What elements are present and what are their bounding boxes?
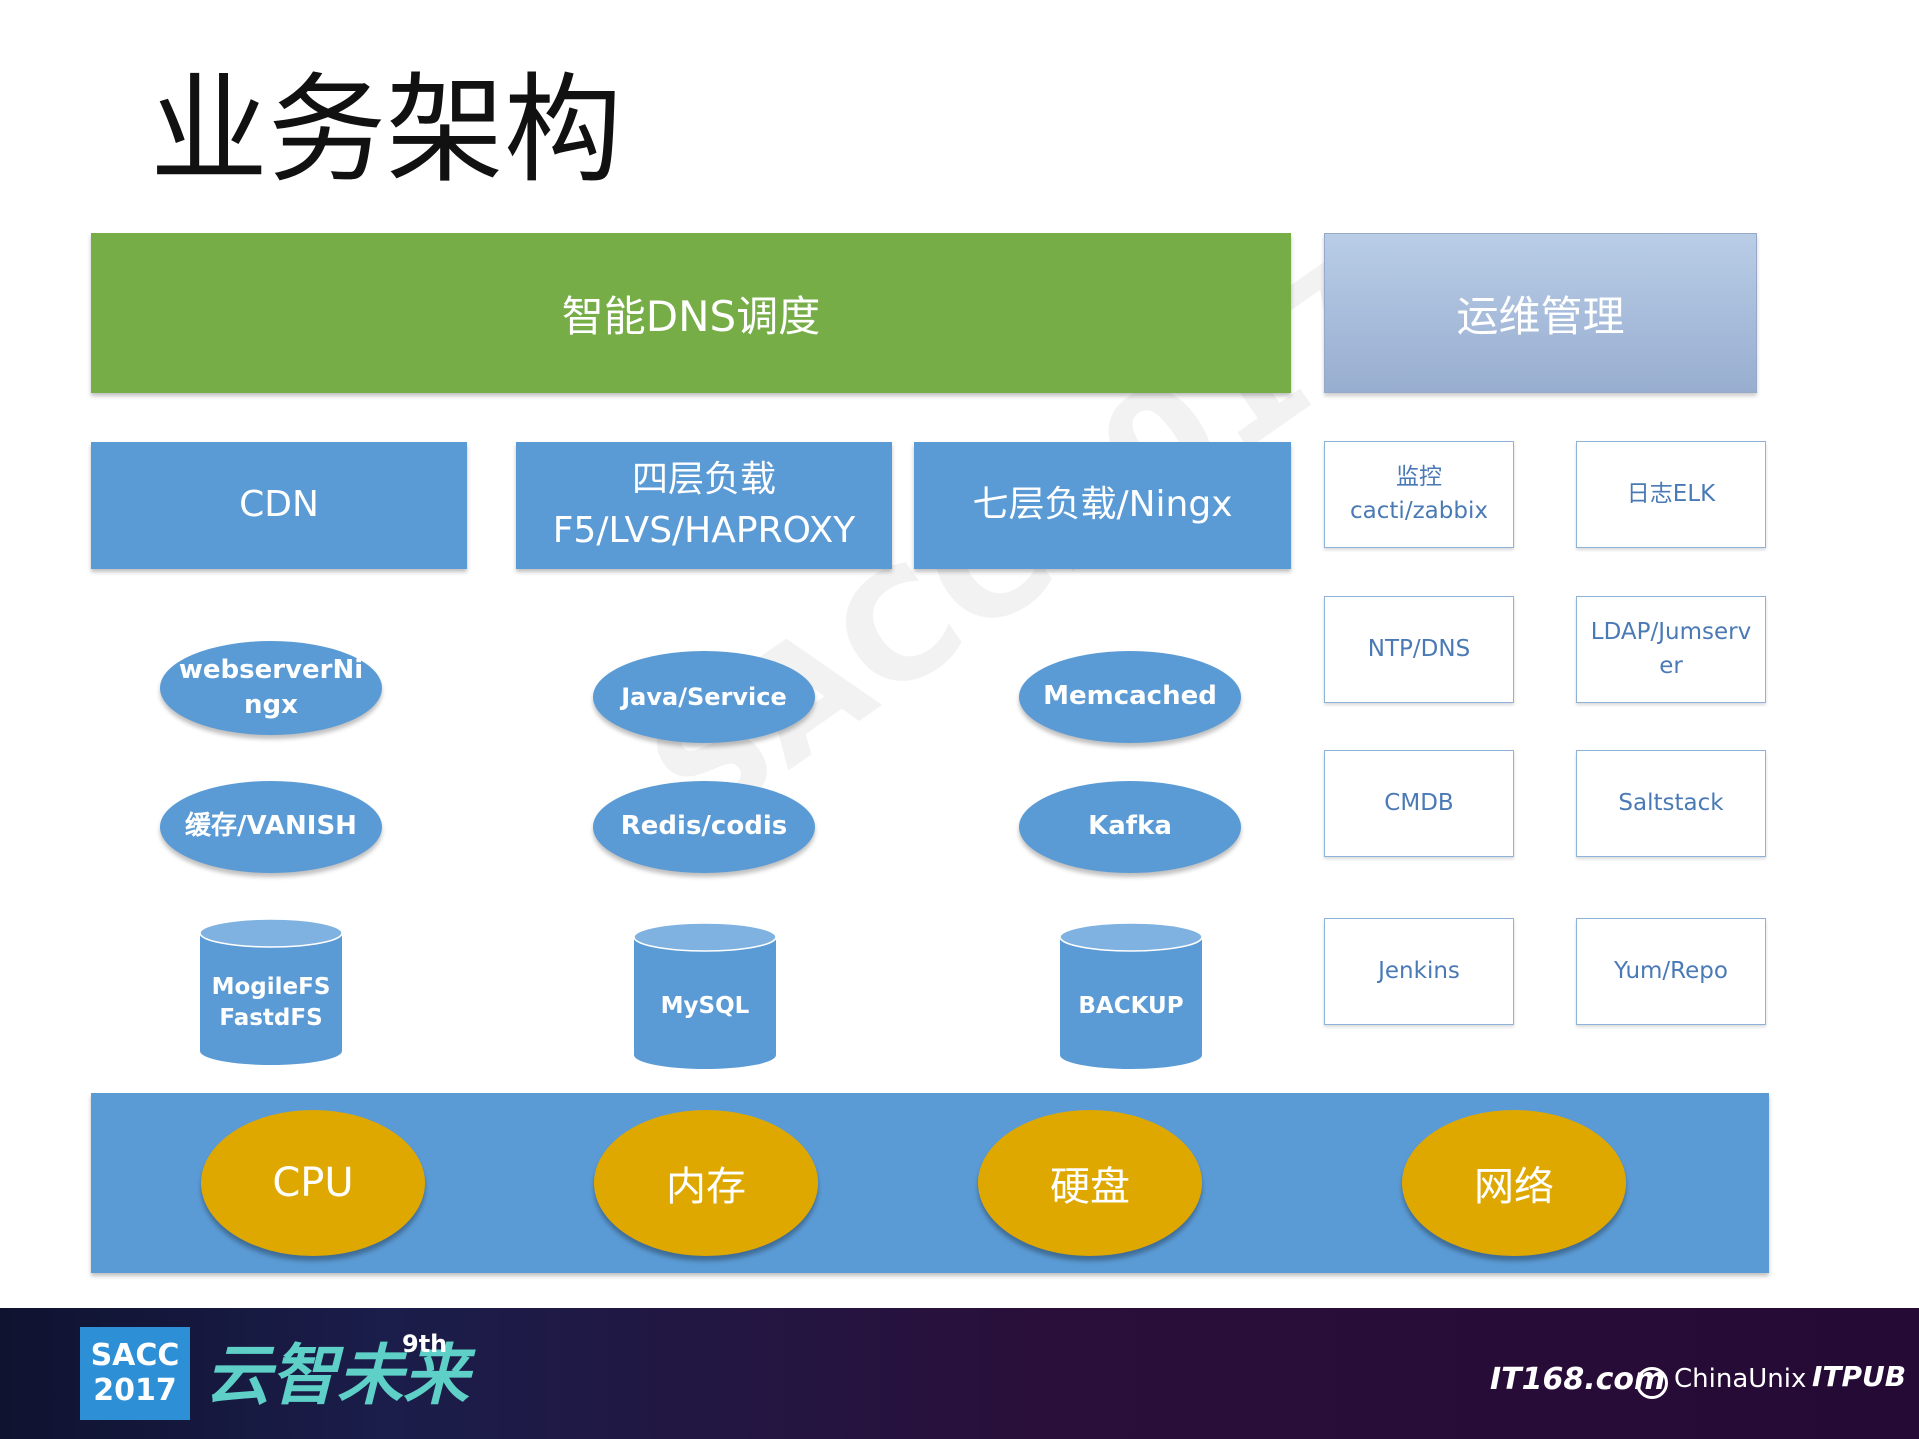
jenkins-label: Jenkins bbox=[1378, 957, 1460, 984]
cpu-label: CPU bbox=[272, 1160, 354, 1206]
layer4-lb-label: 四层负载 bbox=[631, 459, 776, 501]
disk-label: 硬盘 bbox=[1050, 1164, 1130, 1210]
dns-scheduling-label: 智能DNS调度 bbox=[561, 291, 821, 341]
memcached-ellipse: Memcached bbox=[1019, 651, 1241, 743]
ops-ntp-box: NTP/DNS bbox=[1324, 596, 1514, 703]
page-title: 业务架构 bbox=[150, 61, 623, 199]
layer4-lb-box: 四层负载 F5/LVS/HAPROXY bbox=[516, 442, 892, 569]
cdn-label: CDN bbox=[239, 484, 319, 526]
log-elk-label: 日志ELK bbox=[1626, 480, 1716, 507]
kafka-label: Kafka bbox=[1088, 811, 1172, 842]
java-service-ellipse: Java/Service bbox=[593, 651, 815, 743]
cdn-box: CDN bbox=[91, 442, 467, 569]
webserver-label-line1: webserverNi bbox=[178, 654, 364, 685]
ntp-dns-label: NTP/DNS bbox=[1367, 635, 1471, 662]
footer-banner bbox=[0, 1308, 1919, 1439]
disk-ellipse: 硬盘 bbox=[978, 1110, 1202, 1256]
sacc-logo-year: 2017 bbox=[93, 1372, 177, 1408]
ldap-label-line2: er bbox=[1659, 652, 1683, 679]
sacc-logo: SACC 2017 bbox=[80, 1327, 190, 1420]
mysql-cylinder: MySQL bbox=[634, 923, 776, 1069]
memcached-label: Memcached bbox=[1043, 681, 1217, 712]
mogilefs-cylinder: MogileFS FastdFS bbox=[200, 919, 342, 1065]
memory-ellipse: 内存 bbox=[594, 1110, 818, 1256]
layer7-lb-box: 七层负载/Ningx bbox=[914, 442, 1291, 569]
redis-codis-label: Redis/codis bbox=[620, 811, 788, 842]
slogan-edition: 9th bbox=[402, 1330, 448, 1358]
monitor-tools: cacti/zabbix bbox=[1350, 497, 1488, 524]
yum-repo-label: Yum/Repo bbox=[1614, 957, 1728, 984]
itpub-logo: ITPUB bbox=[1812, 1360, 1907, 1393]
cmdb-label: CMDB bbox=[1384, 789, 1454, 816]
ldap-label-line1: LDAP/Jumserv bbox=[1590, 619, 1752, 646]
layer7-lb-label: 七层负载/Ningx bbox=[972, 484, 1233, 526]
mogilefs-label: MogileFS bbox=[211, 973, 331, 1000]
ops-ldap-box: LDAP/Jumserv er bbox=[1576, 596, 1766, 703]
slogan: 云智未来 bbox=[205, 1336, 469, 1414]
memory-label: 内存 bbox=[666, 1164, 746, 1210]
kafka-ellipse: Kafka bbox=[1019, 781, 1241, 873]
ops-jenkins-box: Jenkins bbox=[1324, 918, 1514, 1025]
webserver-label-line2: ngx bbox=[244, 690, 298, 720]
chinaunix-logo: ChinaUnix bbox=[1674, 1364, 1807, 1394]
network-label: 网络 bbox=[1474, 1164, 1554, 1210]
ops-yum-box: Yum/Repo bbox=[1576, 918, 1766, 1025]
ops-management-label: 运维管理 bbox=[1456, 291, 1625, 341]
layer4-lb-products: F5/LVS/HAPROXY bbox=[552, 509, 856, 551]
saltstack-label: Saltstack bbox=[1618, 789, 1724, 816]
mysql-label: MySQL bbox=[660, 993, 750, 1020]
chinaunix-icon bbox=[1636, 1367, 1668, 1399]
ops-log-box: 日志ELK bbox=[1576, 441, 1766, 548]
cache-varnish-ellipse: 缓存/VANISH bbox=[160, 781, 382, 873]
backup-label: BACKUP bbox=[1078, 993, 1184, 1020]
ops-monitor-box: 监控 cacti/zabbix bbox=[1324, 441, 1514, 548]
dns-scheduling-box: 智能DNS调度 bbox=[91, 233, 1291, 393]
ops-cmdb-box: CMDB bbox=[1324, 750, 1514, 857]
java-service-label: Java/Service bbox=[621, 682, 787, 711]
ops-management-box: 运维管理 bbox=[1324, 233, 1757, 393]
redis-codis-ellipse: Redis/codis bbox=[593, 781, 815, 873]
backup-cylinder: BACKUP bbox=[1060, 923, 1202, 1069]
webserver-nginx-ellipse: webserverNi ngx bbox=[160, 641, 382, 735]
cache-varnish-label: 缓存/VANISH bbox=[185, 811, 357, 842]
fastdfs-label: FastdFS bbox=[219, 1005, 323, 1031]
monitor-label: 监控 bbox=[1396, 464, 1442, 491]
cpu-ellipse: CPU bbox=[201, 1110, 425, 1256]
network-ellipse: 网络 bbox=[1402, 1110, 1626, 1256]
sacc-logo-text: SACC bbox=[90, 1338, 180, 1373]
ops-saltstack-box: Saltstack bbox=[1576, 750, 1766, 857]
